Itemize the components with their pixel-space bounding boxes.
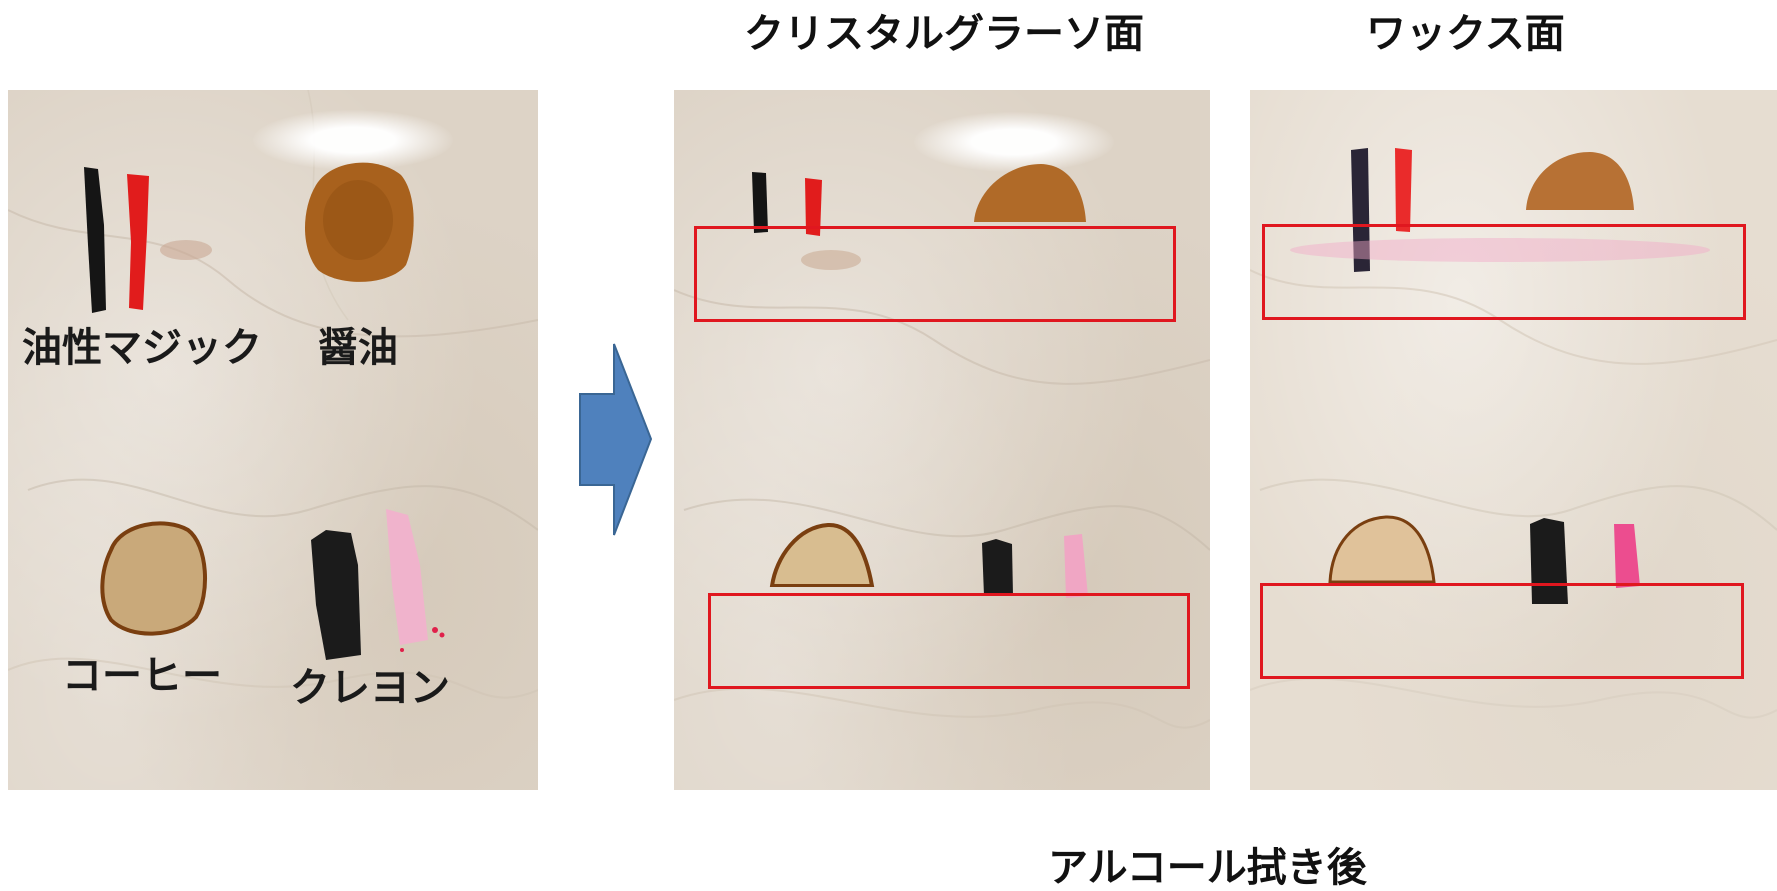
- soy-sauce-stain: [304, 162, 414, 282]
- after-alcohol-heading: アルコール拭き後: [1048, 845, 1367, 891]
- wax-surface-tile-photo: [1250, 90, 1777, 790]
- soy-sauce-remnant: [974, 164, 1086, 222]
- pink-crayon-mark: [386, 509, 445, 652]
- red-marker-remnant: [1395, 148, 1412, 232]
- wiped-area-highlight-bottom: [1260, 583, 1744, 679]
- coffee-remnant: [1328, 515, 1436, 584]
- right-arrow-icon: [579, 343, 653, 536]
- crystal-surface-tile-photo: [674, 90, 1210, 790]
- pink-smear: [1290, 238, 1710, 262]
- coffee-label: コーヒー: [62, 653, 222, 699]
- coffee-remnant: [769, 522, 875, 587]
- wax-surface-heading: ワックス面: [1366, 11, 1565, 57]
- black-marker-remnant: [752, 172, 768, 233]
- wiped-area-highlight-bottom: [708, 593, 1190, 689]
- light-glare: [914, 112, 1114, 172]
- black-crayon-remnant: [1530, 518, 1568, 604]
- black-marker-remnant: [1351, 148, 1370, 272]
- wiped-area-highlight-top: [1262, 224, 1746, 320]
- red-marker-stroke: [127, 174, 149, 310]
- pink-crayon-remnant: [1614, 524, 1640, 588]
- pale-stain: [160, 240, 212, 260]
- pink-crayon-remnant: [1064, 534, 1088, 598]
- black-crayon-remnant: [982, 539, 1013, 596]
- crystal-surface-heading: クリスタルグラーソ面: [744, 11, 1144, 57]
- soy-sauce-remnant: [1526, 152, 1634, 210]
- red-marker-remnant: [805, 178, 822, 236]
- wiped-area-highlight-top: [694, 226, 1176, 322]
- crayon-label: クレヨン: [290, 665, 450, 711]
- light-glare: [253, 110, 453, 170]
- stained-tile-photo: 油性マジック 醤油 コーヒー クレヨン: [8, 90, 538, 790]
- black-crayon-mark: [311, 530, 361, 660]
- marble-veins: [1250, 269, 1777, 719]
- pale-stain: [801, 250, 861, 270]
- black-marker-stroke: [84, 167, 106, 313]
- coffee-stain: [100, 521, 207, 636]
- soy-sauce-label: 醤油: [318, 325, 398, 371]
- oil-marker-label: 油性マジック: [22, 325, 262, 371]
